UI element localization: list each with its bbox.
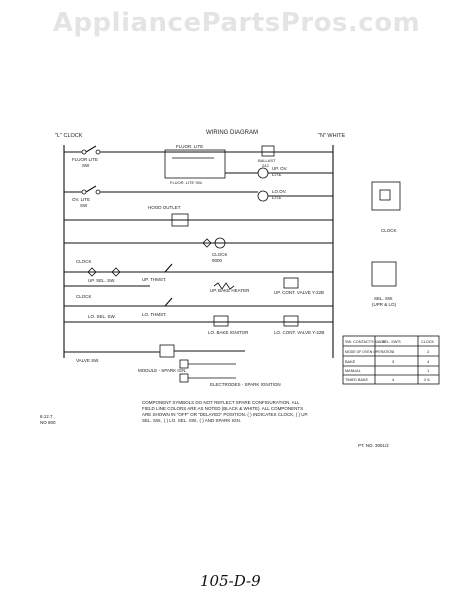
switch-terminal [95,189,101,195]
table-cell: 2 [427,349,430,354]
table-cell: 4 [427,359,430,364]
sw-label: SW [82,163,90,168]
module-spark-label: MODULE - SPARK IGN. [138,368,187,373]
sw-label-2: SW [80,203,88,208]
terminal-box [179,359,189,369]
table-cell: 1 [392,349,395,354]
switch-blade [85,185,97,193]
sel-sw-right-label-2: (UPR & LO) [372,302,397,307]
switch-terminal [81,189,87,195]
ballast-box [261,145,275,157]
thermostat-blade [164,297,173,307]
switch-blade [85,145,97,153]
lo-thmst-label: LO. THMST. [142,312,167,317]
fluor-lite-sw-label: FLUOR LITE [72,157,98,162]
clock-number: 9000 [212,258,223,263]
sel-sw-schematic [371,261,397,287]
up-sel-sw-label: UP. SEL. SW. [88,278,115,283]
ov-lite-sw-label: OV. LITE [72,197,90,202]
clock-contact-icon [111,267,121,277]
lite-label: LITE [272,172,282,177]
switch-terminal [81,149,87,155]
table-cell: BAKE [345,360,356,364]
hood-outlet-box [171,213,189,227]
diagram-title: WIRING DIAGRAM [206,130,258,136]
lite-label-2: LITE [272,195,282,200]
terminal-icon [202,238,212,248]
table-cell: 2 6 [424,377,430,382]
table-header: SW. CONTACTS MADE [345,340,386,344]
table-header: SEL. SW'S [382,340,401,344]
lamp-icon [257,190,269,202]
clock-label: CLOCK [212,252,228,257]
table-cell: 3 [392,359,395,364]
component-note: COMPONENT SYMBOLS DO NOT REFLECT SPARE C… [142,400,308,423]
clock-schematic [371,181,401,211]
valve-sw-label: VALVE SW. [76,358,99,363]
heater-icon [213,282,235,290]
fluor-lite-label: FLUOR. LITE [176,144,203,149]
spark-module-box [159,344,175,358]
ref-left-2: NO 800 [40,420,56,425]
clock-label-3: CLOCK [76,294,92,299]
thermostat-blade [164,263,173,273]
ballast-label: BALLAST [258,158,276,163]
up-cont-valve-label: UP. CONT. VALVE Y-22B [274,290,324,295]
clock-right-label: CLOCK [381,228,397,233]
ballast-number: 242 [262,163,269,168]
fluor-lite-box [164,149,226,179]
table-cell: MODE OF OVEN OPERATION [345,350,394,354]
part-number: PT. NO. 3051/2 [358,443,389,448]
electrodes-label: ELECTRODES - SPARK IGNITION [210,382,281,387]
up-thmst-label: UP. THMST. [142,277,166,282]
up-bake-heater-label: UP. BAKE HEATER [210,288,250,293]
table-cell: MANUAL [345,369,361,373]
valve-coil [283,277,299,289]
sel-sw-right-label: SEL. SW. [374,296,393,301]
header-right: "N" WHITE [318,133,345,139]
header-left: "L" CLOCK [55,133,83,139]
clock-contact-icon [87,267,97,277]
valve-coil [283,315,299,327]
fluor-lite-sw2-label: FLUOR. LITE SW. [170,180,203,185]
watermark: AppliancePartsPros.com [52,8,421,38]
table-cell: 1 [427,368,430,373]
lo-cont-valve-label: LO. CONT. VALVE Y-22B [274,330,324,335]
ref-left-1: 8.12.7 [40,414,53,419]
lamp-icon [257,167,269,179]
clock-motor-box [379,189,391,201]
clock-label-2: CLOCK [76,259,92,264]
table-cell: TIMED BAKE [345,378,368,382]
terminal-box [179,373,189,383]
up-ov-lite-label: UP. OV. [272,166,288,171]
hood-outlet-label: HOOD OUTLET [148,205,181,210]
lo-sel-sw-label: LO. SEL. SW. [88,314,116,319]
handwritten-code: 105-D-9 [200,572,261,590]
table-header: CLOCK [421,340,435,344]
lo-ov-lite-label: LO.OV. [272,189,287,194]
table-cell: 4 [392,377,395,382]
contacts-table: SW. CONTACTS MADE SEL. SW'S CLOCK MODE O… [342,335,440,385]
ignitor-icon [213,315,229,327]
lo-bake-ignitor-label: LO. BAKE IGNITOR [208,330,249,335]
clock-motor-icon [214,237,226,249]
switch-terminal [95,149,101,155]
